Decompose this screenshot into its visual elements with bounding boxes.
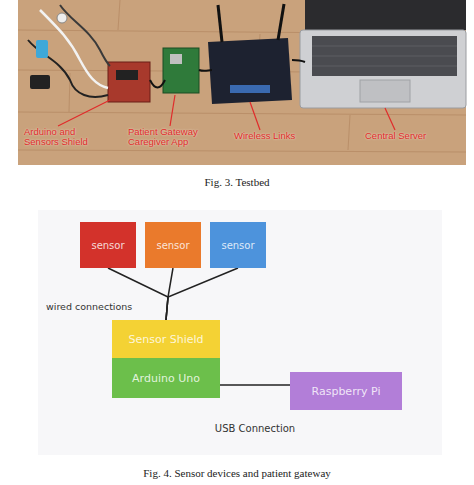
node-text: sensor	[156, 240, 189, 251]
node-text: sensor	[91, 240, 124, 251]
node-text: Sensor Shield	[128, 333, 203, 346]
edge-label: USB Connection	[185, 423, 325, 434]
sensor-box: sensor	[80, 222, 136, 268]
sensor-box: sensor	[145, 222, 201, 268]
shield-box: Sensor Shield	[112, 320, 220, 358]
sensor-box: sensor	[210, 222, 266, 268]
photo-annotation: Central Server	[365, 131, 455, 141]
wire-connector	[220, 385, 290, 386]
figure-caption: Fig. 3. Testbed	[0, 176, 474, 188]
wire-note: wired connections	[46, 302, 146, 312]
node-text: Raspberry Pi	[312, 385, 381, 398]
wire-connector	[166, 268, 238, 320]
node-text: Arduino Uno	[132, 372, 200, 385]
photo-annotation: Wireless Links	[234, 131, 314, 141]
node-text: sensor	[221, 240, 254, 251]
arduino-box: Arduino Uno	[112, 358, 220, 398]
figure-caption: Fig. 4. Sensor devices and patient gatew…	[0, 467, 474, 479]
wire-connector	[166, 268, 173, 320]
photo-annotation: Arduino and Sensors Shield	[24, 127, 104, 148]
raspberry-pi-box: Raspberry Pi	[290, 372, 402, 410]
photo-annotation: Patient Gateway Caregiver App	[128, 127, 220, 148]
wire-connector	[108, 268, 168, 320]
